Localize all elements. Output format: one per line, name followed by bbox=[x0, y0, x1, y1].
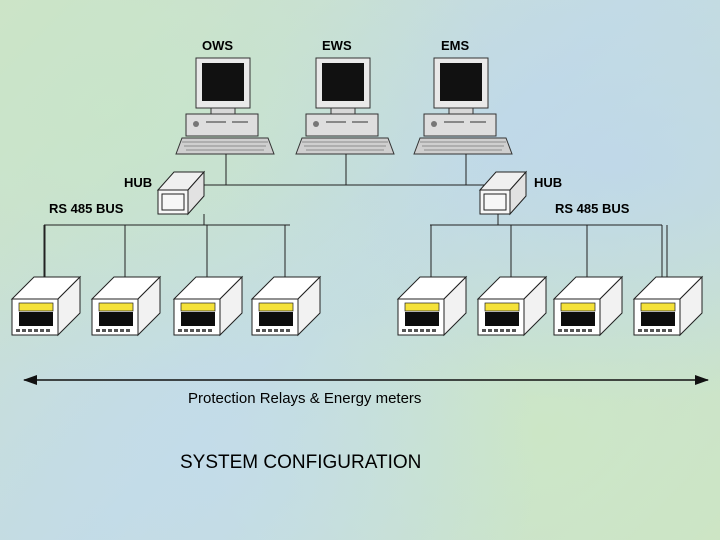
relay-device-icon bbox=[476, 275, 548, 337]
ems-label: EMS bbox=[441, 38, 470, 53]
diagram-title: SYSTEM CONFIGURATION bbox=[180, 452, 422, 473]
relay-device-icon bbox=[90, 275, 162, 337]
relay-device-icon bbox=[172, 275, 244, 337]
hub-icon bbox=[478, 170, 528, 216]
ews-label: EWS bbox=[322, 38, 352, 53]
relay-device-icon bbox=[10, 275, 82, 337]
hub-icon bbox=[156, 170, 206, 216]
computer-icon bbox=[295, 57, 395, 155]
computer-icon bbox=[413, 57, 513, 155]
relay-device-icon bbox=[396, 275, 468, 337]
bus-left-label: RS 485 BUS bbox=[49, 201, 124, 216]
ows-label: OWS bbox=[202, 38, 234, 53]
relay-device-icon bbox=[250, 275, 322, 337]
relay-device-icon bbox=[632, 275, 704, 337]
relay-device-icon bbox=[552, 275, 624, 337]
bus-right-label: RS 485 BUS bbox=[555, 201, 630, 216]
hub-left-label: HUB bbox=[124, 175, 153, 190]
hub-right-label: HUB bbox=[534, 175, 563, 190]
arrow-caption: Protection Relays & Energy meters bbox=[188, 390, 422, 407]
computer-icon bbox=[175, 57, 275, 155]
